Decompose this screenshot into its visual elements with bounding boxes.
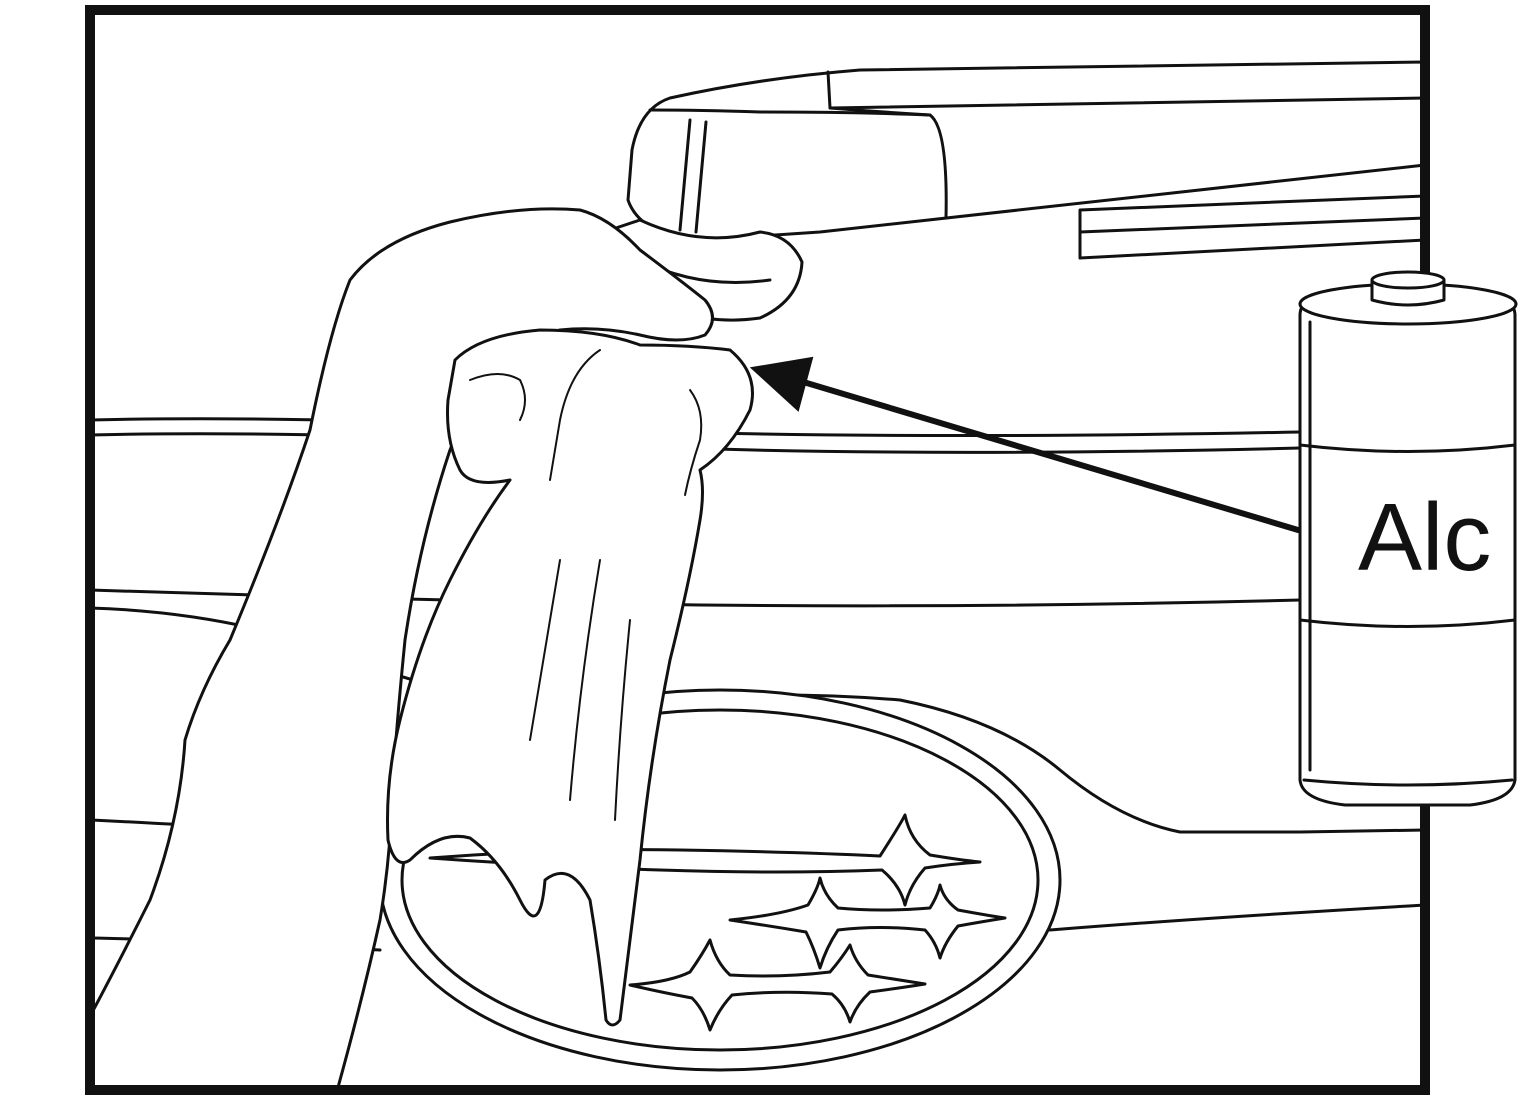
wiper-arm bbox=[608, 62, 1425, 320]
indicator-arrow bbox=[752, 358, 1298, 530]
alcohol-bottle: Alc bbox=[1300, 272, 1516, 805]
bottle-label: Alc bbox=[1358, 484, 1491, 591]
